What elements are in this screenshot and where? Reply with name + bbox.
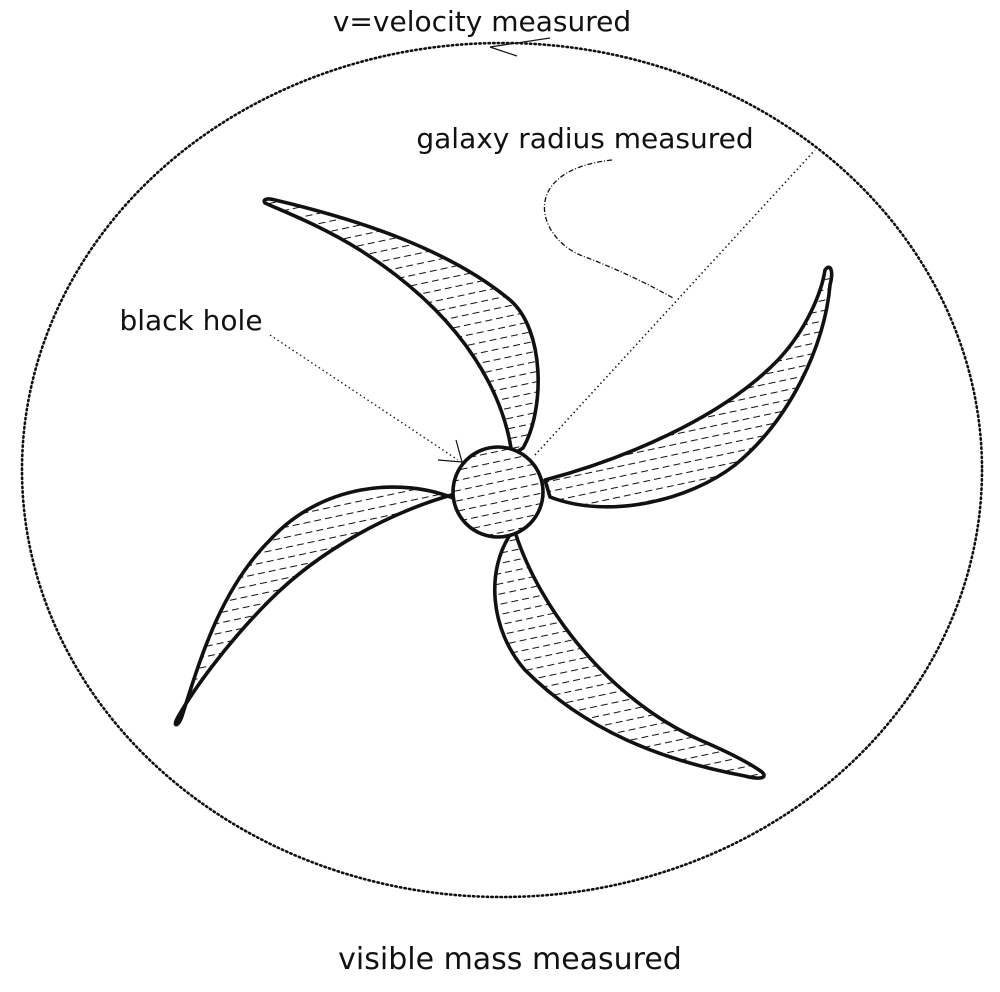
spiral-arm-left [173,485,460,727]
radius-leader [543,159,674,299]
galaxy-outline [20,41,984,899]
velocity-label: v=velocity measured [333,5,631,38]
black-hole [451,445,545,539]
black-hole-label: black hole [119,304,262,337]
black-hole-arrowhead [437,439,463,463]
spiral-arm-upper [262,197,540,457]
visible-mass-label: visible mass measured [338,942,682,977]
radius-line [534,149,816,456]
black-hole-leader [269,334,459,461]
radius-label: galaxy radius measured [416,122,753,155]
spiral-arm-lower [493,530,766,780]
spiral-arm-right [543,265,834,509]
velocity-arrow [489,37,551,57]
